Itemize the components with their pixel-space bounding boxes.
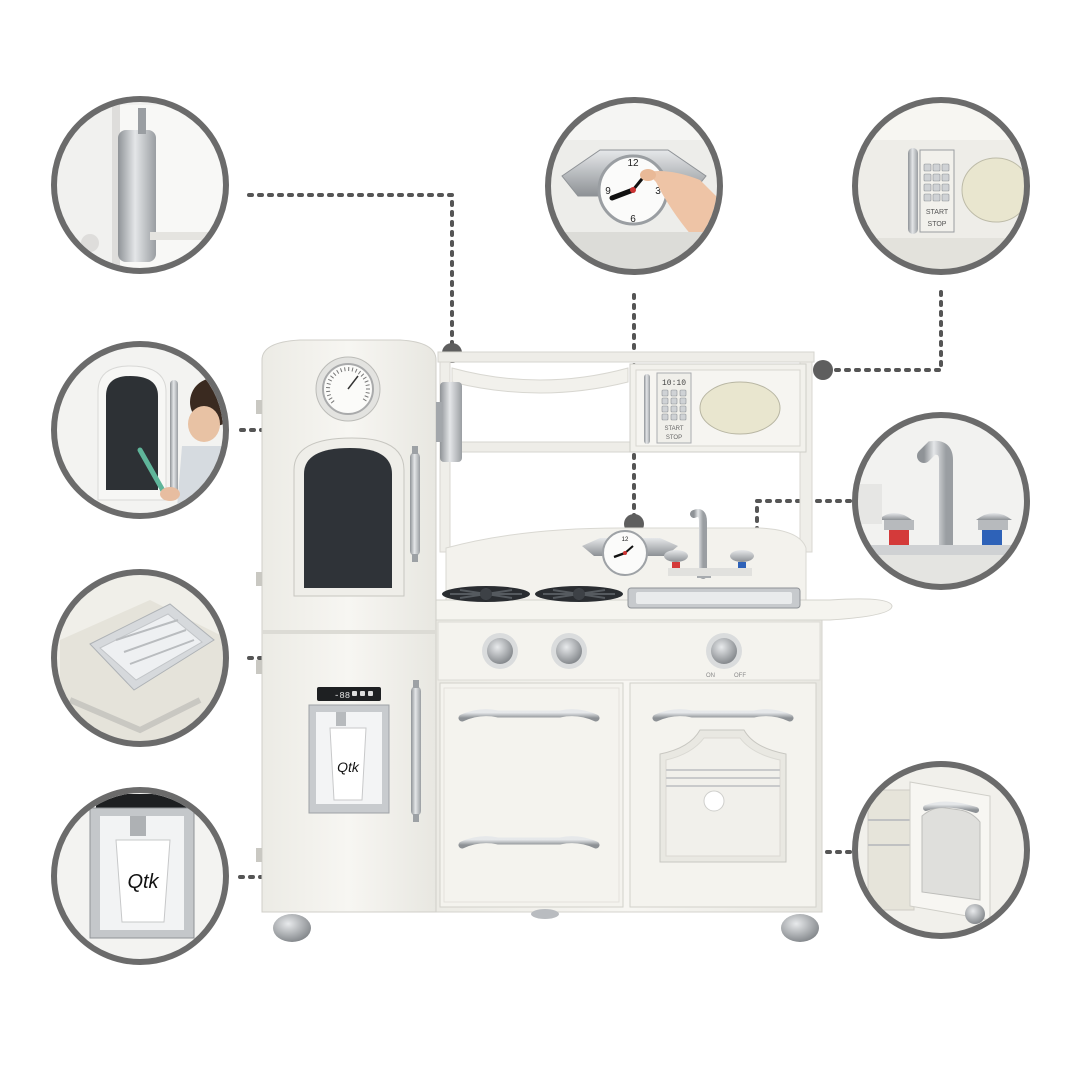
dispenser-display: -88 <box>334 691 350 701</box>
callout-chalkboard <box>51 341 229 519</box>
dial-tick <box>332 372 337 376</box>
phone <box>440 382 462 462</box>
keypad-key <box>923 173 932 182</box>
keypad-key <box>661 389 669 397</box>
knob-off-label: OFF <box>734 673 746 679</box>
microwave-stop-label: STOP <box>666 435 682 441</box>
clock-numeral: 3 <box>655 186 661 197</box>
dial-tick <box>364 380 369 383</box>
callout-ice-tray <box>51 569 229 747</box>
callout-water-dispenser: Qtk <box>51 787 229 965</box>
dispenser-display-panel <box>317 687 381 701</box>
keypad-key <box>679 397 687 405</box>
svg-text:12: 12 <box>622 537 629 543</box>
keypad-key <box>932 183 941 192</box>
dial-tick <box>330 375 334 379</box>
oven <box>629 682 817 908</box>
dial-tick <box>330 400 335 404</box>
keypad-key <box>932 173 941 182</box>
clock-numeral: 6 <box>630 214 636 225</box>
dial-tick <box>365 384 370 387</box>
keypad-key <box>670 405 678 413</box>
knob-on-label: ON <box>706 673 715 679</box>
callout-clock: 12 3 6 9 <box>545 97 723 275</box>
microwave-display: 10:10 <box>662 379 686 388</box>
callout-fridge-handle <box>51 96 229 274</box>
dial-tick <box>328 397 333 401</box>
keypad-key <box>661 397 669 405</box>
play-kitchen: 10:10 START STOP 12 <box>256 339 893 942</box>
callout-start-label: START <box>926 209 949 216</box>
dial-tick <box>354 368 358 373</box>
keypad-key <box>679 389 687 397</box>
keypad-key <box>661 405 669 413</box>
microwave-keypad <box>661 389 687 421</box>
keypad-key <box>932 163 941 172</box>
oven-knobs: ON OFF <box>482 633 746 679</box>
callout-faucet <box>852 412 1030 590</box>
keypad-key <box>679 413 687 421</box>
dial-tick <box>360 373 365 377</box>
microwave: 10:10 START STOP <box>629 363 807 453</box>
clock-numeral: 12 <box>627 158 639 169</box>
clock-numeral: 9 <box>605 186 611 197</box>
dial-tick <box>344 367 346 372</box>
microwave-start-label: START <box>664 426 683 432</box>
dial-tick <box>351 367 354 372</box>
fridge: -88 Qtk <box>256 339 462 913</box>
keypad-key <box>923 163 932 172</box>
dial-tick <box>364 395 369 398</box>
faucet <box>664 509 754 579</box>
callout-stop-label: STOP <box>928 221 947 228</box>
dial-tick <box>336 369 340 374</box>
keypad-key <box>661 413 669 421</box>
keypad-key <box>670 413 678 421</box>
keypad-key <box>923 183 932 192</box>
callout-oven <box>852 761 1030 939</box>
dial-tick <box>328 378 333 382</box>
burners <box>442 586 623 602</box>
keypad-key <box>941 193 950 202</box>
dial-tick <box>362 376 367 380</box>
keypad-key <box>670 389 678 397</box>
keypad-key <box>932 193 941 202</box>
cup-label: Qtk <box>337 759 360 775</box>
keypad-key <box>923 193 932 202</box>
callout-microwave: START STOP <box>852 97 1030 275</box>
storage-drawers <box>439 682 624 908</box>
dial-tick <box>326 394 332 397</box>
clock: 12 <box>582 530 678 576</box>
dial-tick <box>326 382 331 385</box>
keypad-key <box>941 183 950 192</box>
keypad-key <box>941 163 950 172</box>
dial-tick <box>357 370 362 375</box>
keypad-key <box>679 405 687 413</box>
keypad-key <box>670 397 678 405</box>
dial-tick <box>340 368 343 373</box>
keypad-key <box>941 173 950 182</box>
callout-cup-label: Qtk <box>127 871 159 893</box>
chalkboard <box>304 448 392 588</box>
dial-tick <box>365 391 370 394</box>
dial-tick <box>362 398 367 402</box>
